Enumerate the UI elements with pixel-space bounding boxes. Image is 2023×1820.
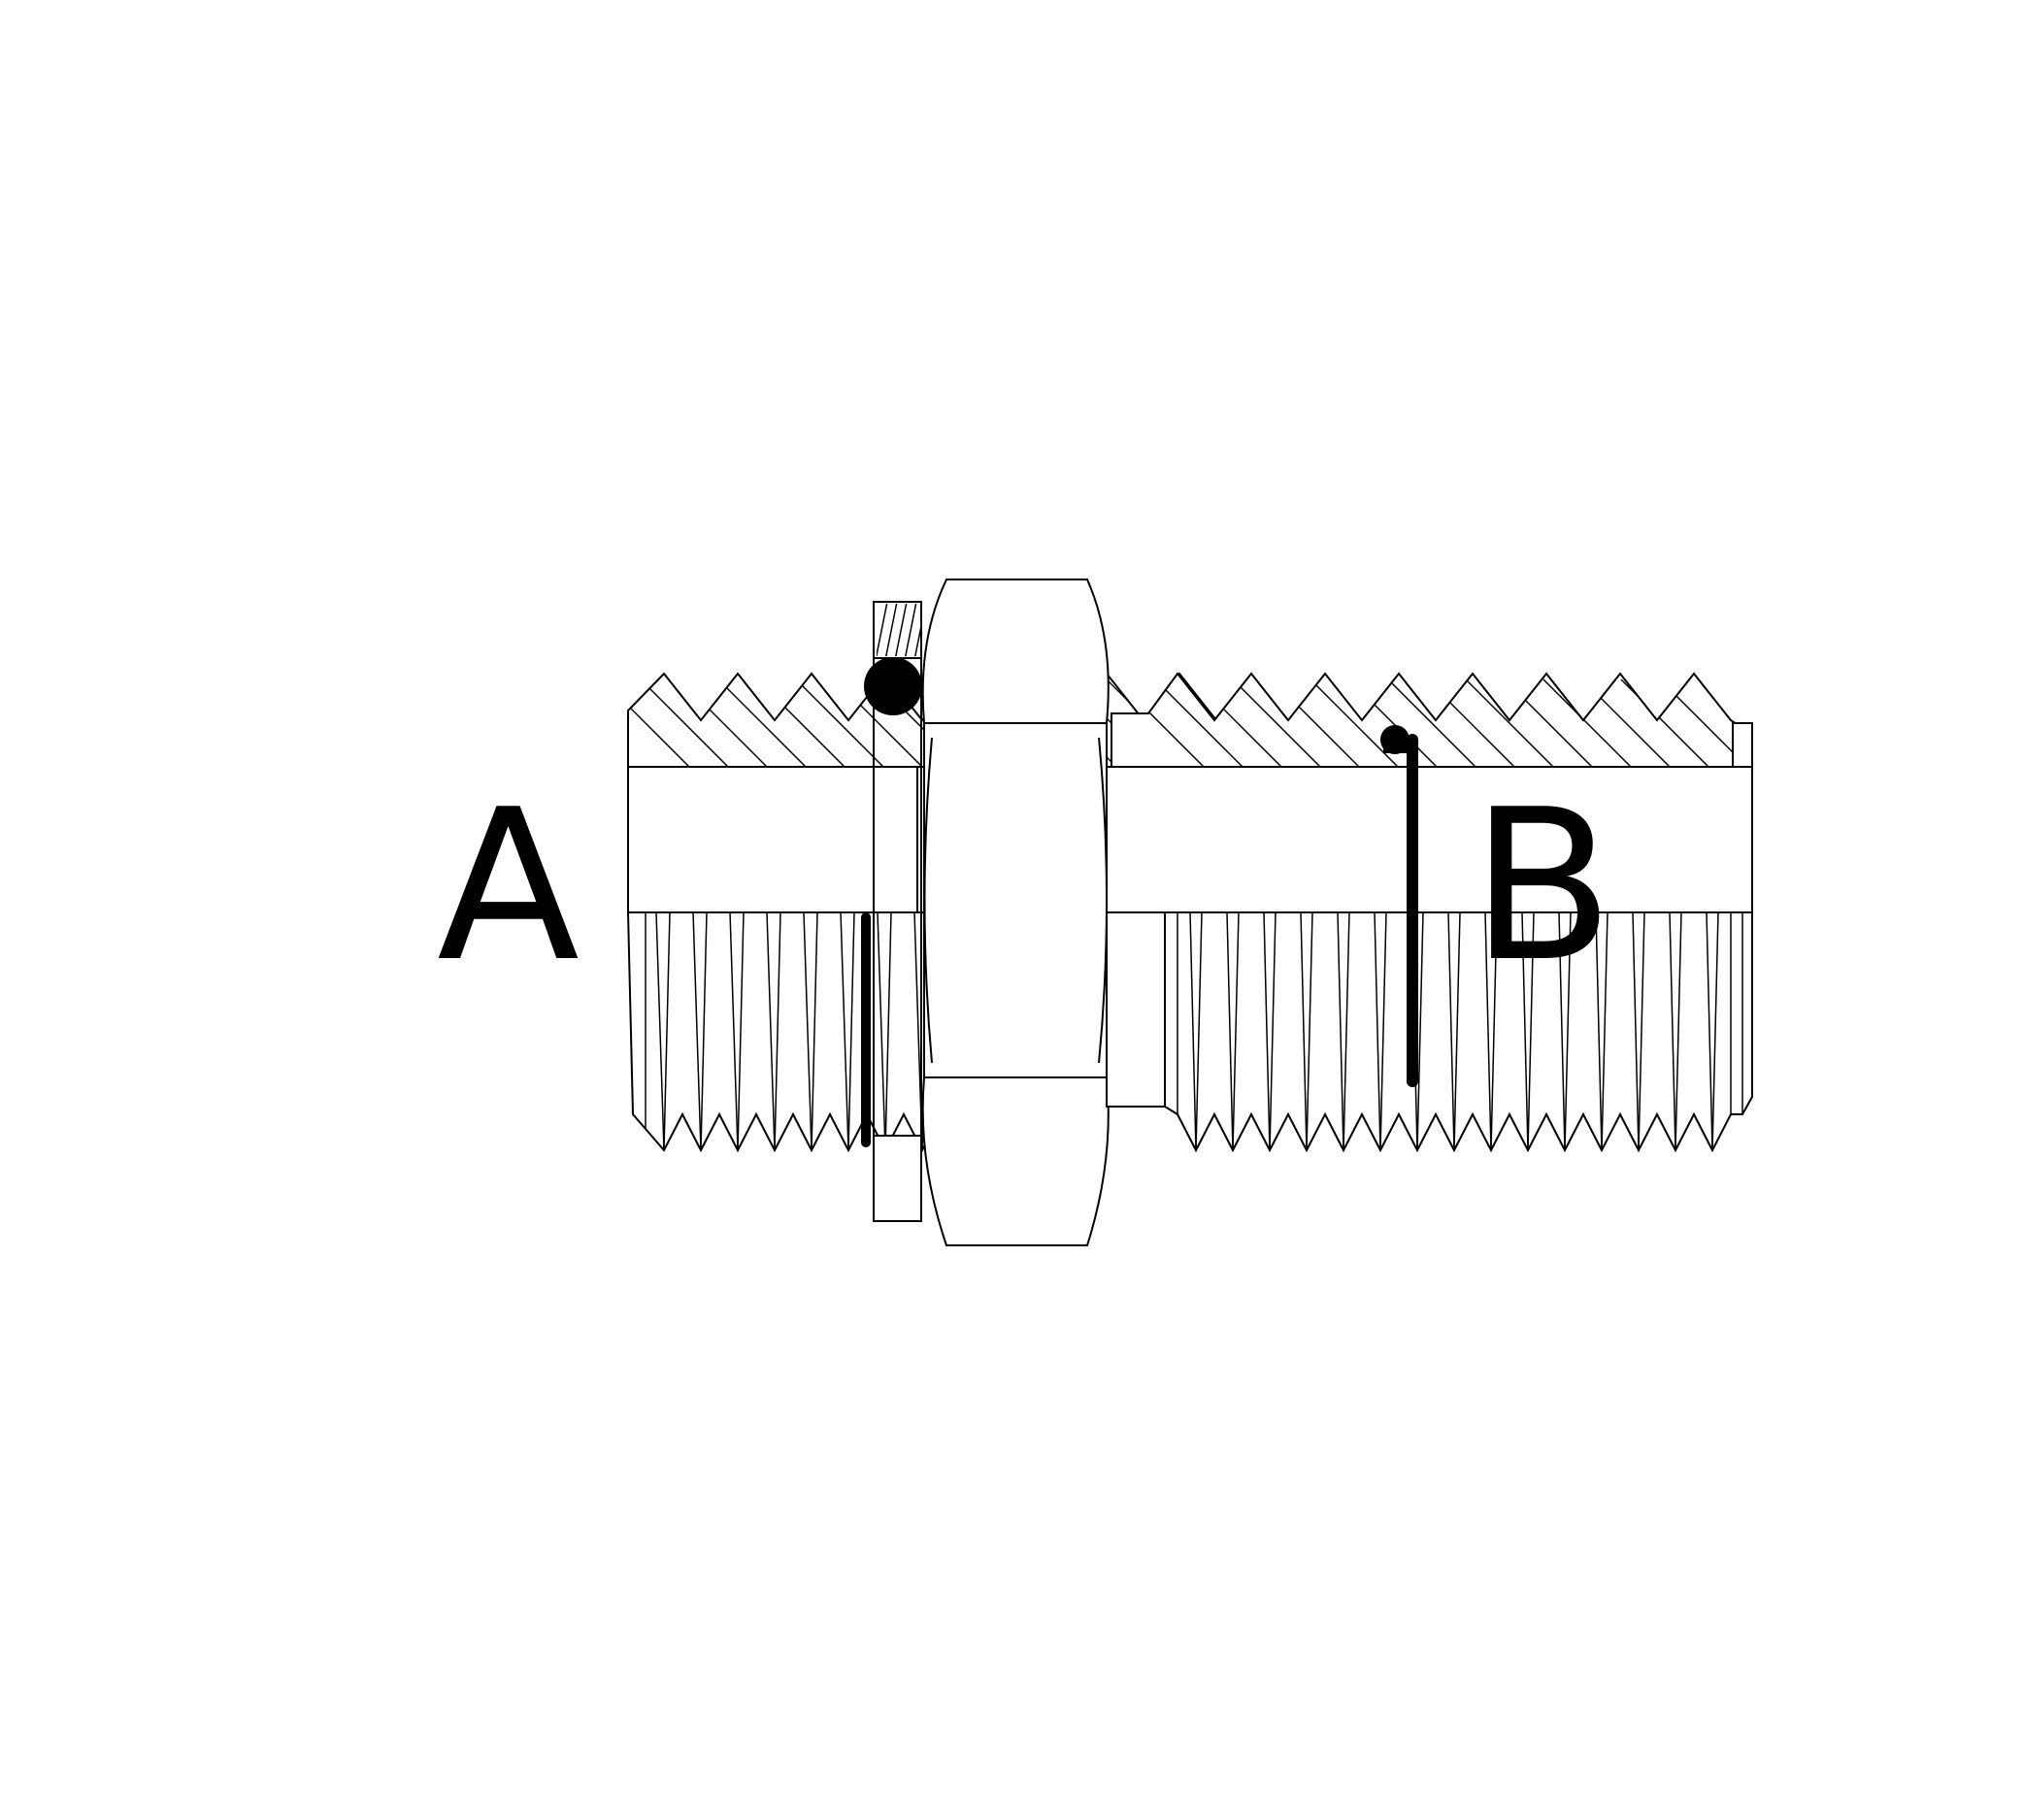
bore-left	[627, 766, 918, 913]
right-thread-external	[1106, 911, 1753, 1153]
port-label-b: B	[1471, 764, 1614, 1008]
left-o-ring	[861, 657, 922, 1147]
bore-right	[1106, 766, 1753, 913]
right-o-ring	[1380, 725, 1418, 1087]
sealing-washer	[873, 601, 922, 1222]
hex-body	[921, 579, 1110, 1246]
port-label-a: A	[437, 764, 580, 1008]
